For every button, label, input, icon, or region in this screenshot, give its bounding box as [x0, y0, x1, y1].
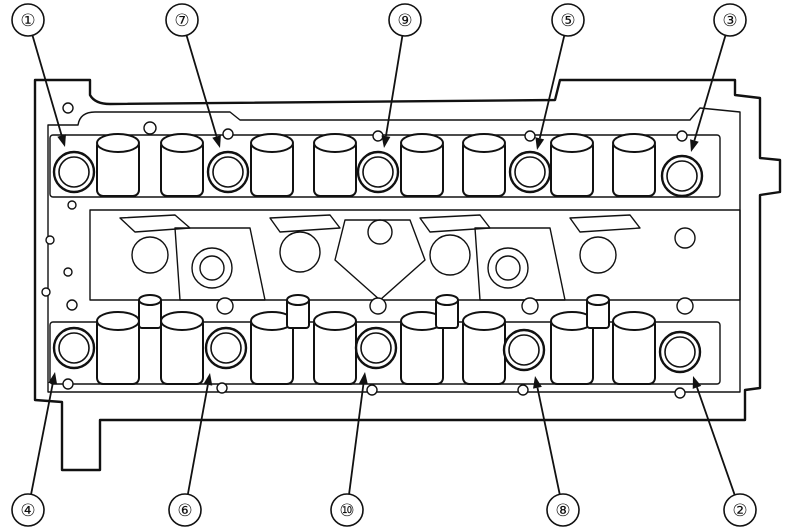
head-bolt: [52, 326, 96, 370]
callout-number: ⑨: [397, 11, 412, 31]
leader-line: [536, 387, 561, 495]
arrow-head: [358, 372, 368, 385]
spark-plug-tubes: [138, 294, 610, 329]
callout-10: ⑩: [330, 372, 368, 527]
callout-circle: [11, 3, 45, 37]
arrow-head: [57, 134, 66, 147]
leader-line: [696, 387, 736, 496]
callout-number: ⑦: [174, 11, 189, 31]
perimeter-holes: [41, 102, 694, 399]
valve-lifter: [313, 311, 357, 385]
leader-line: [385, 35, 404, 137]
arrow-head: [48, 372, 58, 385]
callout-number: ④: [20, 501, 35, 521]
arrow-head: [212, 135, 221, 148]
callout-9: ⑨: [381, 3, 422, 148]
valve-lifter: [96, 133, 140, 197]
leader-line: [693, 35, 727, 141]
arrow-head: [690, 139, 699, 152]
callout-4: ④: [11, 372, 58, 527]
valve-lifter: [250, 311, 294, 385]
callout-circle: [546, 493, 580, 527]
lower-valve-lifters: [96, 311, 656, 385]
head-bolt: [508, 150, 552, 194]
upper-valve-lifters: [96, 133, 656, 197]
valve-lifter: [550, 311, 594, 385]
arrow-head: [203, 373, 213, 386]
callout-6: ⑥: [168, 373, 213, 527]
cylinder-head-outline: [33, 78, 782, 472]
leader-line: [538, 35, 566, 139]
callout-number: ⑩: [339, 501, 354, 521]
arrow-head: [535, 137, 545, 150]
valve-lifter: [612, 311, 656, 385]
callout-8: ⑧: [533, 376, 580, 527]
callout-7: ⑦: [165, 3, 221, 148]
leader-line: [186, 384, 209, 495]
valve-lifter: [313, 133, 357, 197]
head-bolt: [660, 154, 704, 198]
callout-number: ⑧: [555, 501, 570, 521]
head-bolt: [206, 150, 250, 194]
callout-number: ②: [732, 501, 747, 521]
head-bolt: [354, 326, 398, 370]
spark-plug-tube: [586, 294, 610, 329]
callout-number: ⑥: [177, 501, 192, 521]
callout-5: ⑤: [535, 3, 585, 150]
head-inner-rim: [47, 107, 741, 393]
spark-plug-tube: [435, 294, 459, 329]
valve-lifter: [462, 133, 506, 197]
valve-lifter: [160, 311, 204, 385]
callout-2: ②: [692, 376, 757, 527]
head-bolt: [658, 330, 702, 374]
combustion-chambers: [89, 209, 741, 301]
callout-circle: [723, 493, 757, 527]
callout-3: ③: [690, 3, 747, 152]
head-bolt: [502, 328, 546, 372]
valve-lifter: [612, 133, 656, 197]
callout-circle: [551, 3, 585, 37]
callout-circle: [713, 3, 747, 37]
leader-line: [31, 35, 63, 136]
bolt-sequence-callouts: ① ⑦ ⑨ ⑤ ③ ④ ⑥ ⑩ ⑧ ②: [11, 3, 757, 527]
head-bolt: [204, 326, 248, 370]
callout-circle: [168, 493, 202, 527]
upper-cam-gallery: [49, 134, 721, 198]
leader-line: [30, 383, 54, 495]
leader-line: [348, 383, 365, 495]
leader-line: [185, 35, 218, 137]
spark-plug-tube: [286, 294, 310, 329]
valve-lifter: [96, 311, 140, 385]
arrow-head: [533, 376, 542, 389]
spark-plug-tube: [138, 294, 162, 329]
callout-circle: [330, 493, 364, 527]
callout-number: ③: [722, 11, 737, 31]
head-bolt: [356, 150, 400, 194]
callout-circle: [388, 3, 422, 37]
valve-lifter: [550, 133, 594, 197]
callout-1: ①: [11, 3, 66, 147]
head-bolt: [52, 150, 96, 194]
arrow-head: [381, 135, 391, 148]
callout-number: ⑤: [560, 11, 575, 31]
valve-lifter: [462, 311, 506, 385]
valve-lifter: [400, 133, 444, 197]
callout-circle: [11, 493, 45, 527]
callout-circle: [165, 3, 199, 37]
lower-cam-gallery: [49, 321, 721, 385]
callout-number: ①: [20, 11, 35, 31]
arrow-head: [692, 376, 702, 389]
valve-lifter: [160, 133, 204, 197]
valve-lifter: [250, 133, 294, 197]
head-bolts: [52, 150, 704, 374]
